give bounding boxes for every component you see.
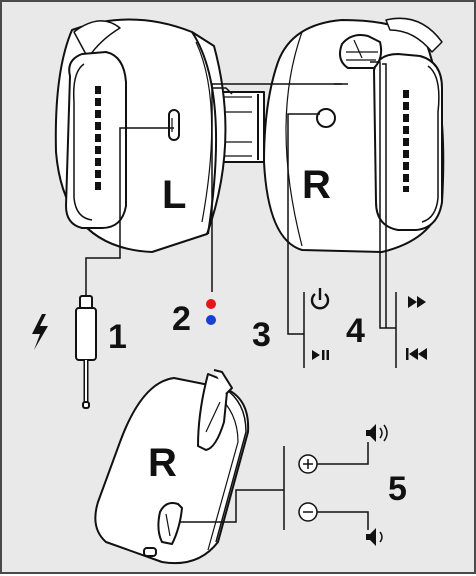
leader-1 xyxy=(85,127,174,296)
fast-forward-icon xyxy=(408,296,426,308)
callout-1-charging: 1 xyxy=(32,295,127,409)
callout-3-power: 3 xyxy=(252,288,330,360)
left-side-label: L xyxy=(162,173,186,217)
minus-button-icon xyxy=(298,502,318,522)
callout-2-led: 2 xyxy=(172,299,216,338)
callout-number-1: 1 xyxy=(108,318,127,356)
right-side-label: R xyxy=(302,163,331,207)
leader-5 xyxy=(180,489,284,523)
plus-button-icon xyxy=(298,454,318,474)
callout-number-3: 3 xyxy=(252,316,271,354)
closeup-bottom-port xyxy=(143,547,157,557)
blue-led-dot xyxy=(206,315,216,325)
callout-number-5: 5 xyxy=(388,470,407,508)
headphones-illustration xyxy=(54,17,445,253)
callout-number-2: 2 xyxy=(172,300,191,338)
left-earcup xyxy=(54,18,233,253)
usb-c-cable-icon xyxy=(75,295,97,409)
play-pause-icon xyxy=(312,350,329,360)
closeup-side-label: R xyxy=(148,441,177,485)
closeup-slide-switch xyxy=(197,373,229,451)
right-earcup-closeup xyxy=(94,369,250,565)
callout-5-volume xyxy=(180,424,388,546)
right-power-button xyxy=(316,108,336,128)
leader-3 xyxy=(287,113,320,335)
volume-down-icon xyxy=(366,528,383,546)
power-icon xyxy=(310,288,330,310)
left-usb-c-port xyxy=(168,109,180,141)
right-earcup xyxy=(263,17,445,253)
closeup-volume-rocker xyxy=(157,502,183,545)
red-led-dot xyxy=(206,299,216,309)
leader-lines xyxy=(85,61,397,368)
leader-2 xyxy=(211,83,342,292)
callout-4-track: 4 xyxy=(346,296,427,360)
callout-number-4: 4 xyxy=(346,312,365,350)
lightning-bolt-icon xyxy=(32,314,48,350)
leader-4 xyxy=(370,61,396,329)
leader-4b xyxy=(382,63,387,328)
rewind-icon xyxy=(406,348,427,360)
volume-up-icon xyxy=(366,424,388,442)
